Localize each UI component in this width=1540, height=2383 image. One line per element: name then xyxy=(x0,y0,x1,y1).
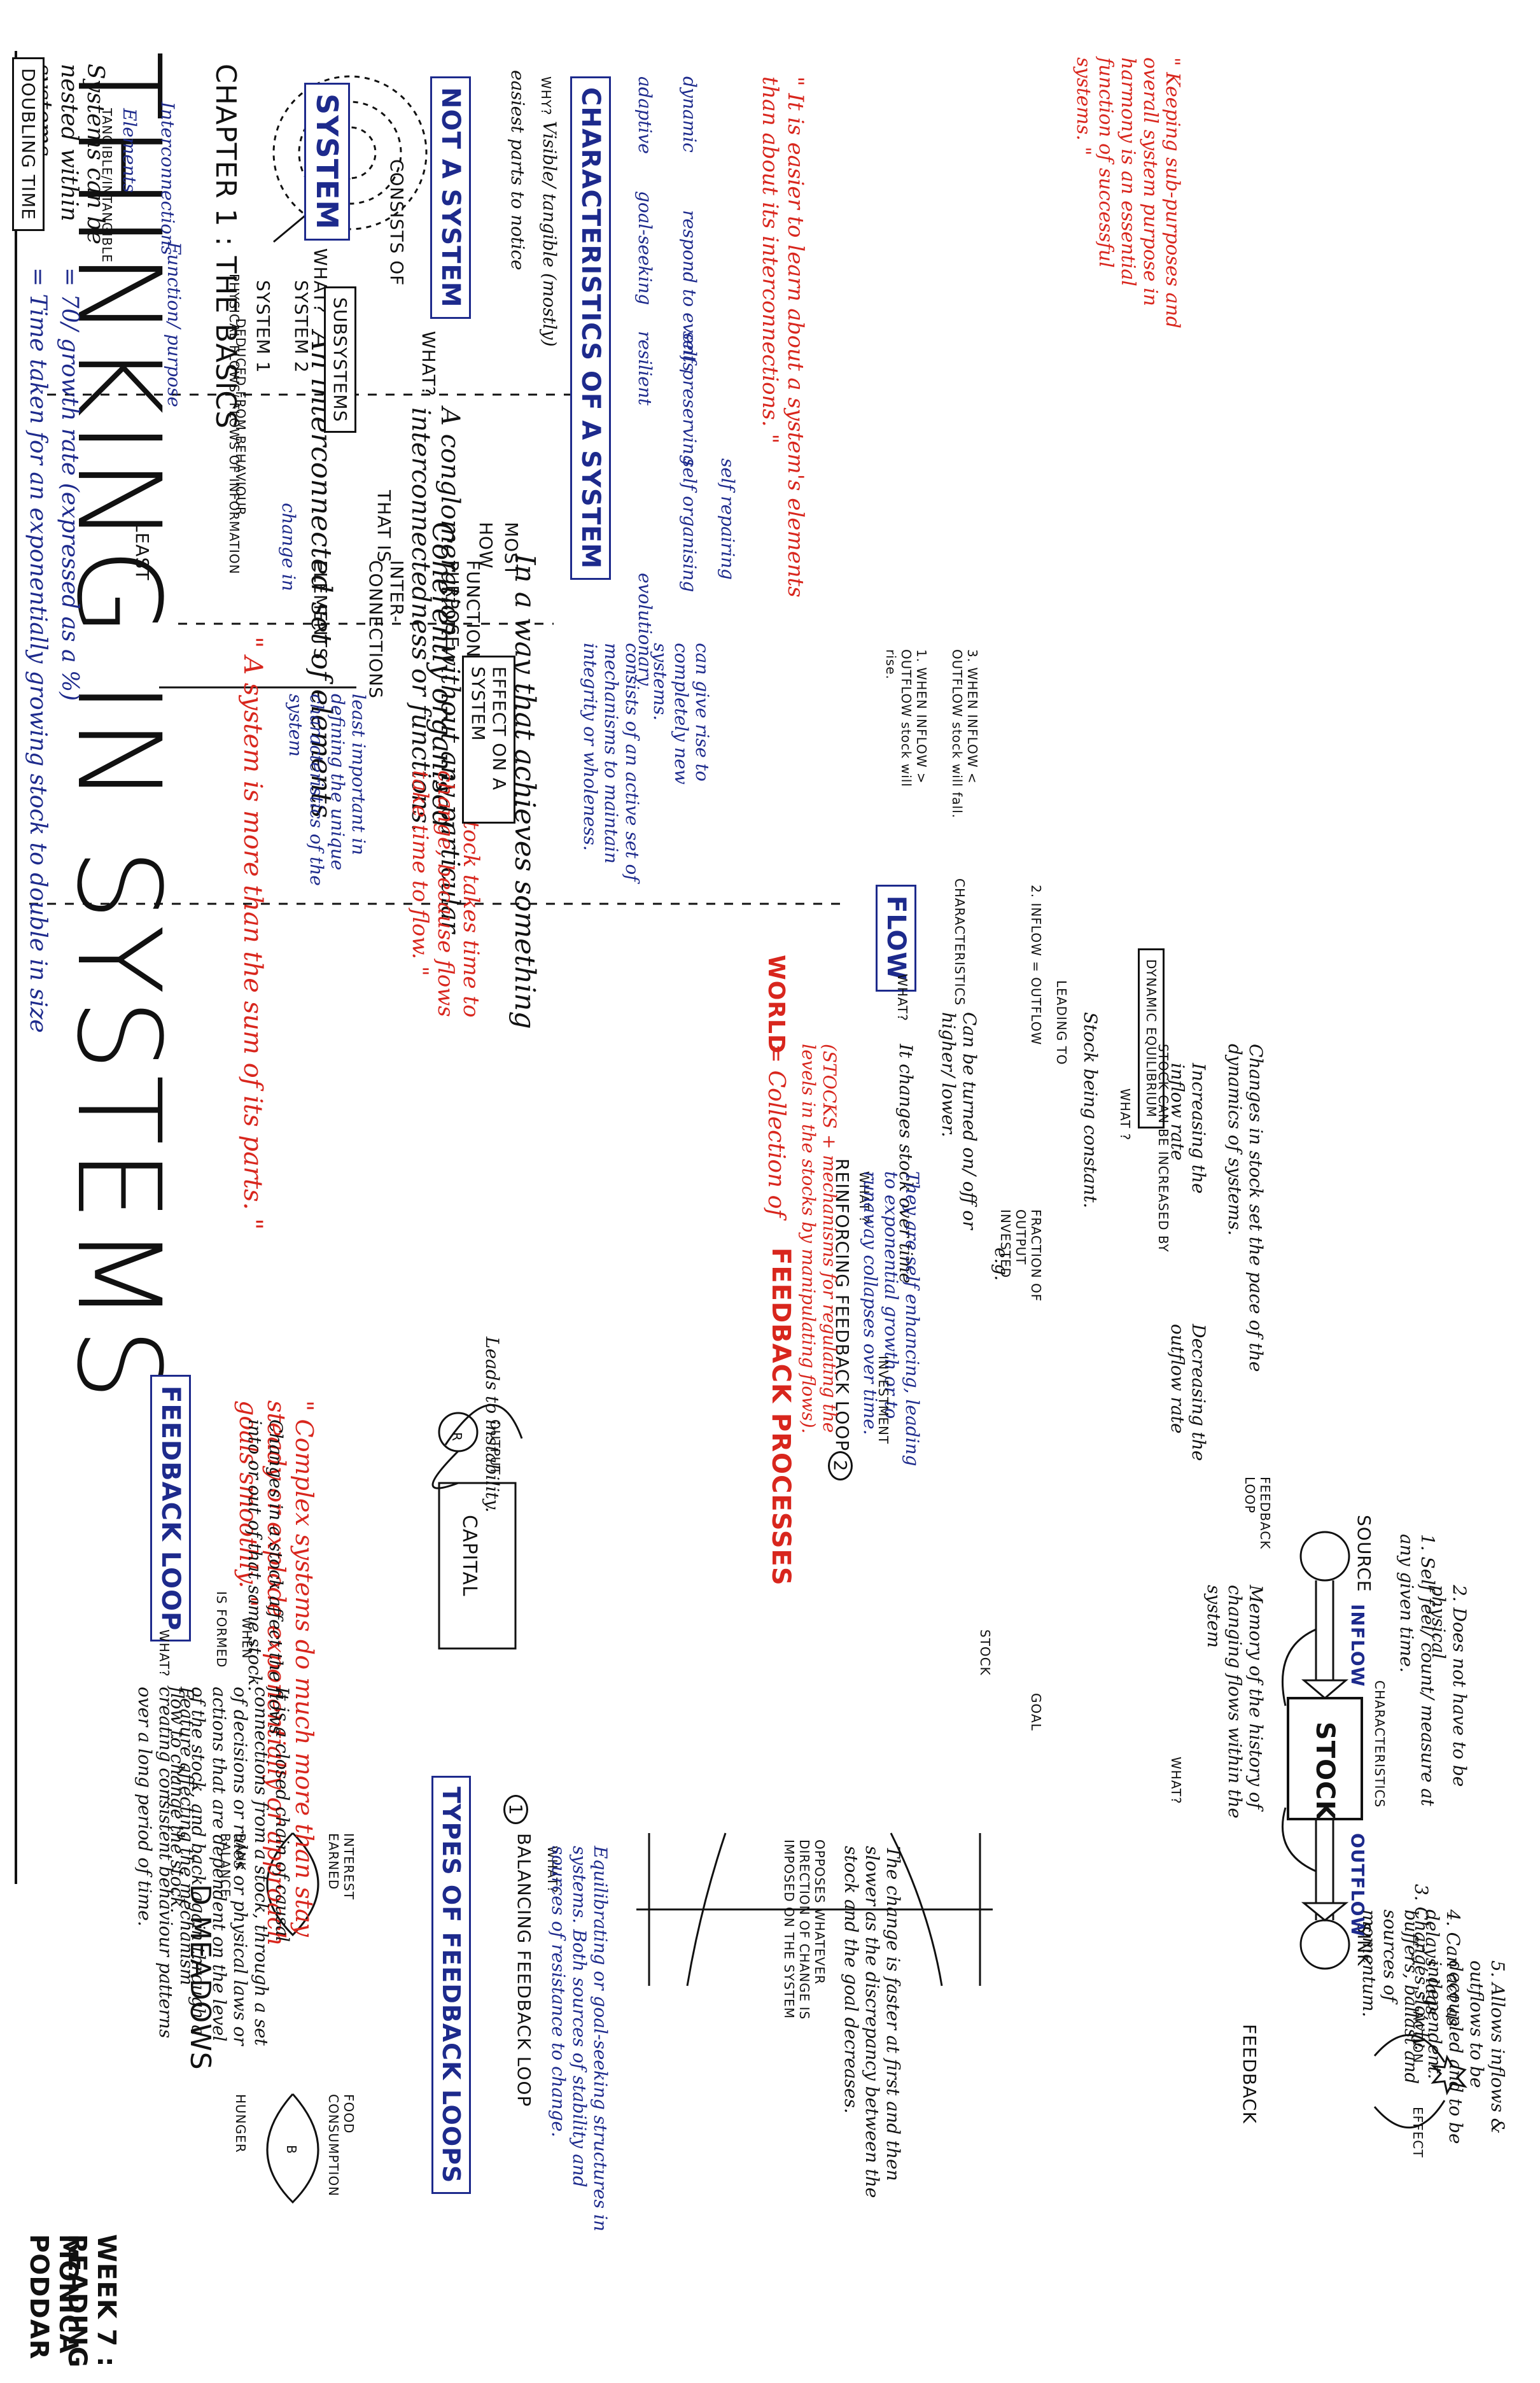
capital-r: R xyxy=(449,1432,465,1442)
investment-label: INVESTMENT xyxy=(876,1356,891,1445)
stock-feedback-loop: FEEDBACK LOOP xyxy=(1242,1477,1273,1550)
system-label: SYSTEM xyxy=(304,83,350,241)
scale-least-important: least important in defining the unique c… xyxy=(285,694,369,886)
stock-decreasing: Decreasing the outflow rate xyxy=(1167,1324,1209,1461)
scale-effect: EFFECT ON A SYSTEM xyxy=(462,656,515,824)
stock-c5: 5. Allows inflows & outflows to be decou… xyxy=(1424,1960,1508,2144)
bank-label: BANK BALANCE xyxy=(218,1833,248,1898)
why-label: WHY? xyxy=(538,76,554,116)
feedback-is-formed: IS FORMED xyxy=(214,1591,229,1668)
char-self-organising: self organising xyxy=(679,458,700,593)
reinforcing-num: 2 xyxy=(828,1451,853,1480)
stock-c2: 2. Does not have to be physical xyxy=(1428,1585,1470,1787)
char-resilient: resilient xyxy=(634,331,655,406)
world-collection: = Collection of xyxy=(763,1044,789,1218)
reinforcing-text: They are self enhancing, leading to expo… xyxy=(860,1171,923,1466)
stock-box-label: STOCK xyxy=(1310,1722,1340,1821)
balancing-label: BALANCING FEEDBACK LOOP xyxy=(514,1833,535,2107)
week-label: WEEK 7 : READING xyxy=(62,2234,121,2368)
balancing-opposes: OPPOSES WHATEVER DIRECTION OF CHANGE IS … xyxy=(781,1839,827,2020)
balancing-num: 1 xyxy=(503,1795,528,1824)
char-dynamic: dynamic xyxy=(679,76,700,153)
system-deduced: DEDUCED FROM BEHAVIOUR xyxy=(233,318,248,516)
scale-most: MOST xyxy=(501,522,522,577)
not-system-what: WHAT? xyxy=(418,331,439,397)
nested-system2: SYSTEM 2 xyxy=(291,280,312,374)
char-self-repairing: self repairing xyxy=(717,458,738,580)
sink-cloud-icon xyxy=(1299,1919,1350,1970)
stock-increasing: Increasing the inflow rate xyxy=(1167,1063,1209,1194)
funnel-stock: STOCK xyxy=(977,1629,993,1676)
doubling-label: DOUBLING TIME xyxy=(12,57,45,231)
instability-label: Leads to instability. xyxy=(482,1337,503,1513)
doubling-formula: = 70/ growth rate (expressed as a %) xyxy=(57,267,83,701)
stock-pace: Changes in stock set the pace of the dyn… xyxy=(1224,1044,1266,1372)
doubling-definition: = Time taken for an exponentially growin… xyxy=(25,267,51,1033)
food-label: FOOD CONSUMPTION xyxy=(326,2094,356,2197)
stock-source: SOURCE xyxy=(1354,1515,1375,1592)
quote-subpurposes: " Keeping sub-purposes and overall syste… xyxy=(1072,57,1184,328)
types-label: TYPES OF FEEDBACK LOOPS xyxy=(431,1776,471,2195)
balancing-faster: The change is faster at first and then s… xyxy=(841,1846,904,2198)
stock-change-c3: 3. WHEN INFLOW < OUTFLOW stock will fall… xyxy=(949,649,980,819)
char-goal-seeking: goal-seeking xyxy=(634,191,655,306)
flow-characteristics: CHARACTERISTICS xyxy=(952,878,967,1006)
stock-change-c1: 1. WHEN INFLOW > OUTFLOW stock will rise… xyxy=(883,649,929,787)
system-consists-of: CONSISTS OF xyxy=(386,159,407,286)
dynamic-what: WHAT ? xyxy=(1117,1088,1133,1141)
feedback-loop-label: FEEDBACK LOOP xyxy=(150,1375,191,1642)
stock-change-leading: LEADING TO xyxy=(1054,980,1069,1065)
hunger-label: HUNGER xyxy=(233,2094,248,2153)
stock-change-c2: 2. INFLOW = OUTFLOW xyxy=(1028,885,1044,1046)
interest-label: INTEREST EARNED xyxy=(326,1833,356,1901)
world-label: WORLD xyxy=(763,955,789,1054)
quote-interconnections: " It is easier to learn about a system's… xyxy=(757,76,808,598)
char-can-give-rise: can give rise to completely new systems. xyxy=(650,643,713,785)
balancing-equilibrating: Equilibrating or goal-seeking structures… xyxy=(548,1846,611,2232)
char-adaptive: adaptive xyxy=(634,76,655,154)
quote-sum-of-parts: " A system is more than the sum of its p… xyxy=(238,636,267,1230)
source-cloud-icon xyxy=(1299,1531,1350,1582)
stock-change-constant: Stock being constant. xyxy=(1080,1012,1101,1209)
flow-turned: Can be turned on/ off or higher/ lower. xyxy=(938,1012,980,1230)
system-interconnections: Interconnections xyxy=(157,102,178,255)
nested-system1: SYSTEM 1 xyxy=(253,280,274,374)
visible-tangible: Visible/ tangible (mostly) xyxy=(539,121,560,347)
effect-label: EFFECT xyxy=(1410,2107,1425,2158)
nested-subsystems: SUBSYSTEMS xyxy=(324,286,356,433)
characteristics-label: CHARACTERISTICS OF A SYSTEM xyxy=(570,76,611,580)
scale-least: LEAST xyxy=(132,522,153,581)
flow-what: WHAT? xyxy=(895,974,910,1022)
system-that-is: THAT IS xyxy=(374,490,395,563)
not-a-system-label: NOT A SYSTEM xyxy=(430,76,471,319)
feedback-what: WHAT? xyxy=(157,1629,172,1677)
action-label: ACTION xyxy=(1410,2011,1425,2064)
scale-elements: ELEMENTS xyxy=(310,560,331,660)
system-function: Function/ purpose xyxy=(164,242,185,407)
stock-what: WHAT? xyxy=(1168,1757,1184,1804)
funnel-goal: GOAL xyxy=(1028,1693,1044,1731)
hunger-b: B xyxy=(284,2145,299,2155)
stock-characteristics: CHARACTERISTICS xyxy=(1372,1680,1387,1808)
fraction-label: FRACTION OF OUTPUT INVESTED xyxy=(998,1209,1044,1302)
char-self-preserving: self preserving xyxy=(679,331,700,467)
char-consists-active: consists of an active set of mechanisms … xyxy=(580,643,643,882)
feedback-top-label: FEEDBACK xyxy=(1239,2024,1260,2124)
easiest-parts: easiest parts to notice xyxy=(507,70,528,271)
system-elements: Elements xyxy=(119,108,140,193)
scale-interconnections: INTER- CONNECTIONS xyxy=(365,560,407,699)
stock-memory: Memory of the history of changing flows … xyxy=(1203,1585,1266,1818)
world-note: (STOCKS + mechanisms for regulating the … xyxy=(798,1044,840,1434)
stock-inflow: INFLOW xyxy=(1347,1604,1368,1687)
change-in-label: change in xyxy=(278,503,299,591)
capital-label: CAPITAL xyxy=(458,1515,480,1597)
world-processes: FEEDBACK PROCESSES xyxy=(766,1248,795,1586)
